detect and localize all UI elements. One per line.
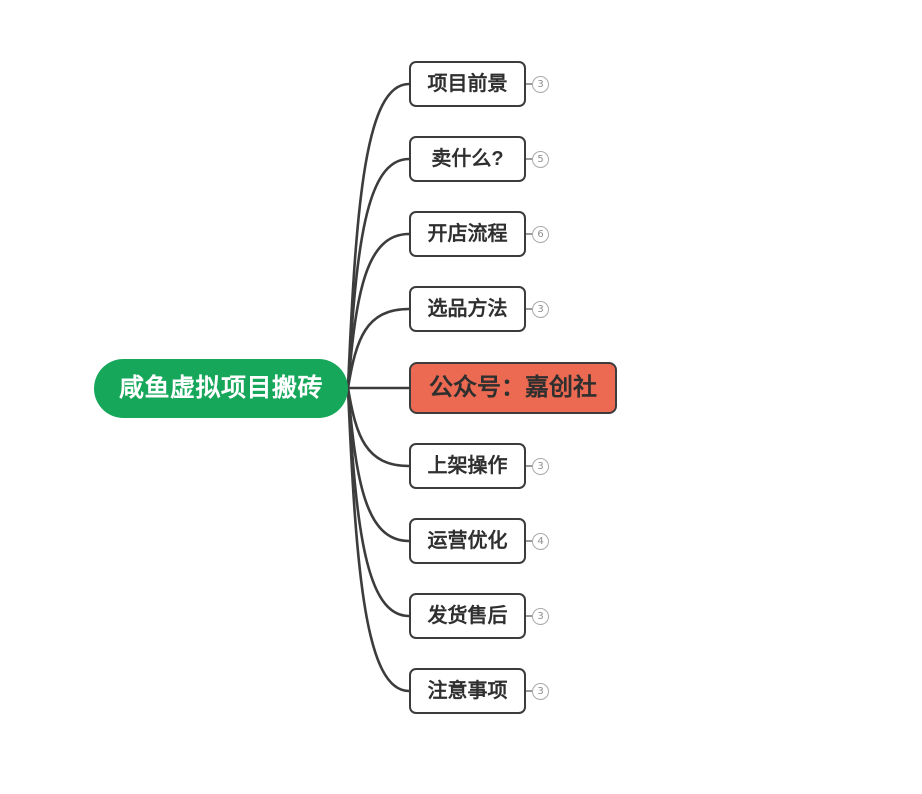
- branch-node-2[interactable]: 卖什么? 5: [409, 136, 549, 182]
- root-node-label: 咸鱼虚拟项目搬砖: [118, 374, 323, 402]
- node-box[interactable]: 运营优化: [409, 518, 526, 564]
- edge-connector: [346, 157, 411, 390]
- child-count-badge: 3: [532, 682, 549, 700]
- node-label: 上架操作: [427, 455, 508, 477]
- badge-connector: [526, 615, 532, 617]
- node-box[interactable]: 卖什么?: [409, 136, 526, 182]
- branch-node-4[interactable]: 选品方法 3: [409, 286, 549, 332]
- edge-connector: [346, 82, 411, 390]
- node-label: 发货售后: [427, 605, 508, 627]
- child-count-badge: 3: [532, 607, 549, 625]
- edge-connector: [346, 307, 411, 390]
- child-count-badge: 3: [532, 457, 549, 475]
- node-label: 选品方法: [427, 298, 508, 320]
- node-box[interactable]: 上架操作: [409, 443, 526, 489]
- badge-wrap: 6: [526, 225, 549, 243]
- badge-wrap: 3: [526, 75, 549, 93]
- badge-wrap: 5: [526, 150, 549, 168]
- branch-node-7[interactable]: 运营优化 4: [409, 518, 549, 564]
- node-label: 项目前景: [427, 73, 508, 95]
- root-node[interactable]: 咸鱼虚拟项目搬砖: [94, 359, 348, 418]
- badge-connector: [526, 465, 532, 467]
- child-count-badge: 3: [532, 300, 549, 318]
- node-box[interactable]: 发货售后: [409, 593, 526, 639]
- badge-connector: [526, 690, 532, 692]
- badge-connector: [526, 233, 532, 235]
- node-label: 公众号：嘉创社: [429, 374, 597, 401]
- node-label: 卖什么?: [431, 148, 504, 170]
- badge-connector: [526, 308, 532, 310]
- branch-node-9[interactable]: 注意事项 3: [409, 668, 549, 714]
- child-count-badge: 4: [532, 532, 549, 550]
- edge-connector: [346, 386, 411, 618]
- edge-connector: [346, 386, 411, 543]
- node-box[interactable]: 开店流程: [409, 211, 526, 257]
- node-box[interactable]: 选品方法: [409, 286, 526, 332]
- badge-wrap: 3: [526, 607, 549, 625]
- node-label: 注意事项: [427, 680, 508, 702]
- edge-connector: [346, 386, 411, 468]
- node-label: 运营优化: [427, 530, 508, 552]
- node-box[interactable]: 项目前景: [409, 61, 526, 107]
- edge-connector: [346, 386, 411, 693]
- badge-connector: [526, 540, 532, 542]
- badge-connector: [526, 83, 532, 85]
- edge-connector: [346, 232, 411, 390]
- node-box[interactable]: 公众号：嘉创社: [409, 362, 617, 414]
- branch-node-8[interactable]: 发货售后 3: [409, 593, 549, 639]
- child-count-badge: 3: [532, 75, 549, 93]
- branch-node-1[interactable]: 项目前景 3: [409, 61, 549, 107]
- badge-wrap: 3: [526, 300, 549, 318]
- branch-node-3[interactable]: 开店流程 6: [409, 211, 549, 257]
- badge-wrap: 3: [526, 457, 549, 475]
- child-count-badge: 6: [532, 225, 549, 243]
- branch-node-6[interactable]: 上架操作 3: [409, 443, 549, 489]
- child-count-badge: 5: [532, 150, 549, 168]
- branch-node-5-highlighted[interactable]: 公众号：嘉创社: [409, 362, 617, 414]
- badge-connector: [526, 158, 532, 160]
- node-label: 开店流程: [427, 223, 508, 245]
- badge-wrap: 3: [526, 682, 549, 700]
- node-box[interactable]: 注意事项: [409, 668, 526, 714]
- badge-wrap: 4: [526, 532, 549, 550]
